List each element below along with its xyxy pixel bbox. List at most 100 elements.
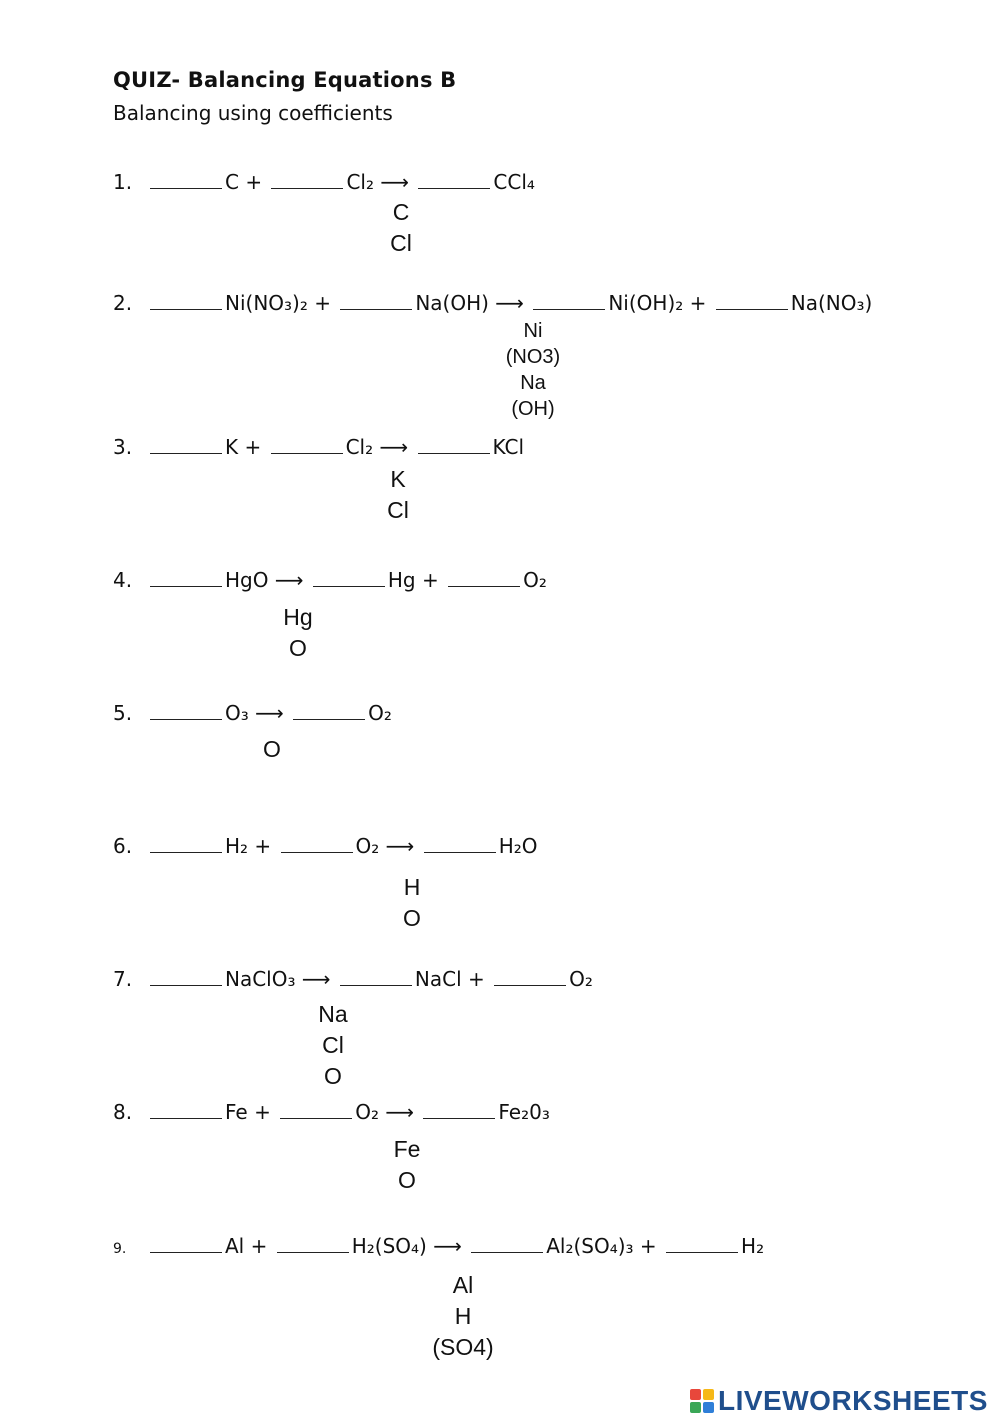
- equation-term: Hg +: [387, 568, 439, 592]
- equation-term: Ni(NO₃)₂ +: [225, 291, 331, 315]
- equation-6: 6. H₂ + O₂ ⟶ H₂O: [113, 831, 538, 861]
- equation-term: Cl₂ ⟶: [346, 170, 410, 194]
- equation-2: 2. Ni(NO₃)₂ + Na(OH) ⟶ Ni(OH)₂ + Na(NO₃): [113, 288, 872, 318]
- coefficient-blank[interactable]: [312, 568, 385, 587]
- element-label: Hg: [283, 604, 313, 630]
- coefficient-blank[interactable]: [150, 1234, 222, 1253]
- equation-5: 5. O₃ ⟶ O₂: [113, 698, 392, 728]
- coefficient-blank[interactable]: [150, 568, 222, 587]
- logo-icon: [690, 1389, 714, 1413]
- element-label: Cl: [387, 497, 409, 523]
- question-number: 8.: [113, 1100, 133, 1124]
- equation-term: H₂ +: [225, 834, 272, 858]
- coefficient-blank[interactable]: [150, 967, 222, 986]
- equation-term: KCl: [492, 435, 525, 459]
- coefficient-blank[interactable]: [150, 435, 222, 454]
- equation-term: Na(NO₃): [790, 291, 873, 315]
- equation-term: Al +: [225, 1234, 268, 1258]
- equation-term: H₂(SO₄) ⟶: [351, 1234, 462, 1258]
- element-label: Cl: [390, 230, 412, 256]
- question-number: 3.: [113, 435, 133, 459]
- question-number: 9.: [113, 1241, 127, 1257]
- question-number: 4.: [113, 568, 133, 592]
- element-label: H: [454, 1303, 472, 1329]
- equation-7: 7. NaClO₃ ⟶ NaCl + O₂: [113, 964, 593, 994]
- equation-term: K +: [225, 435, 262, 459]
- coefficient-blank[interactable]: [271, 170, 344, 189]
- equation-term: H₂: [741, 1234, 765, 1258]
- equation-term: Fe +: [225, 1100, 271, 1124]
- element-label: K: [390, 466, 406, 492]
- equation-9: 9. Al + H₂(SO₄) ⟶ Al₂(SO₄)₃ + H₂: [113, 1231, 764, 1261]
- coefficient-blank[interactable]: [340, 291, 413, 310]
- equation-term: O₂: [368, 701, 392, 725]
- equation-term: Fe₂0₃: [498, 1100, 550, 1124]
- element-label: O: [403, 905, 421, 931]
- coefficient-blank[interactable]: [423, 1100, 496, 1119]
- element-label: O: [398, 1167, 416, 1193]
- element-label: (SO4): [432, 1334, 494, 1360]
- equation-term: Cl₂ ⟶: [345, 435, 409, 459]
- element-label: Al: [452, 1272, 474, 1298]
- element-label: O: [324, 1063, 342, 1089]
- coefficient-blank[interactable]: [666, 1234, 739, 1253]
- equation-term: Ni(OH)₂ +: [608, 291, 707, 315]
- question-number: 7.: [113, 967, 133, 991]
- coefficient-blank[interactable]: [280, 834, 353, 853]
- coefficient-blank[interactable]: [150, 1100, 222, 1119]
- equation-term: CCl₄: [493, 170, 535, 194]
- coefficient-blank[interactable]: [276, 1234, 349, 1253]
- element-label: H: [403, 874, 421, 900]
- equation-8: 8. Fe + O₂ ⟶ Fe₂0₃: [113, 1097, 550, 1127]
- question-number: 5.: [113, 701, 133, 725]
- coefficient-blank[interactable]: [339, 967, 412, 986]
- coefficient-blank[interactable]: [150, 834, 222, 853]
- element-label: O: [289, 635, 307, 661]
- coefficient-blank[interactable]: [418, 170, 491, 189]
- equation-term: HgO ⟶: [225, 568, 304, 592]
- coefficient-blank[interactable]: [423, 834, 496, 853]
- coefficient-blank[interactable]: [448, 568, 521, 587]
- element-label: O: [263, 736, 281, 762]
- question-number: 1.: [113, 170, 133, 194]
- coefficient-blank[interactable]: [417, 435, 490, 454]
- question-number: 2.: [113, 291, 133, 315]
- equation-term: O₂ ⟶: [355, 834, 415, 858]
- coefficient-blank[interactable]: [280, 1100, 353, 1119]
- equation-3: 3. K + Cl₂ ⟶ KCl: [113, 432, 524, 462]
- equation-term: NaClO₃ ⟶: [225, 967, 331, 991]
- question-number: 6.: [113, 834, 133, 858]
- coefficient-blank[interactable]: [471, 1234, 544, 1253]
- equation-term: H₂O: [498, 834, 538, 858]
- coefficient-blank[interactable]: [494, 967, 567, 986]
- element-label: Na: [318, 1001, 348, 1027]
- equation-term: NaCl +: [414, 967, 485, 991]
- coefficient-blank[interactable]: [293, 701, 366, 720]
- equation-term: Na(OH) ⟶: [415, 291, 524, 315]
- quiz-title: QUIZ- Balancing Equations B: [113, 68, 457, 92]
- quiz-subtitle: Balancing using coefficients: [113, 101, 393, 125]
- equation-term: Al₂(SO₄)₃ +: [546, 1234, 657, 1258]
- element-label: Cl: [322, 1032, 344, 1058]
- coefficient-blank[interactable]: [150, 701, 222, 720]
- element-label: Fe: [393, 1136, 421, 1162]
- liveworksheets-logo: LIVEWORKSHEETS: [690, 1384, 988, 1418]
- equation-term: O₃ ⟶: [225, 701, 284, 725]
- logo-text: LIVEWORKSHEETS: [718, 1385, 988, 1416]
- equation-term: C +: [225, 170, 263, 194]
- equation-4: 4. HgO ⟶ Hg + O₂: [113, 565, 547, 595]
- coefficient-blank[interactable]: [150, 291, 222, 310]
- equation-term: O₂: [569, 967, 593, 991]
- coefficient-blank[interactable]: [533, 291, 606, 310]
- element-label: Ni: [523, 320, 543, 342]
- coefficient-blank[interactable]: [150, 170, 222, 189]
- element-label: Na: [520, 372, 546, 394]
- coefficient-blank[interactable]: [715, 291, 788, 310]
- equation-1: 1. C + Cl₂ ⟶ CCl₄: [113, 167, 535, 197]
- equation-term: O₂: [523, 568, 547, 592]
- equation-term: O₂ ⟶: [355, 1100, 414, 1124]
- coefficient-blank[interactable]: [270, 435, 343, 454]
- element-label: (OH): [511, 398, 555, 420]
- element-label: C: [392, 199, 410, 225]
- element-label: (NO3): [505, 346, 561, 368]
